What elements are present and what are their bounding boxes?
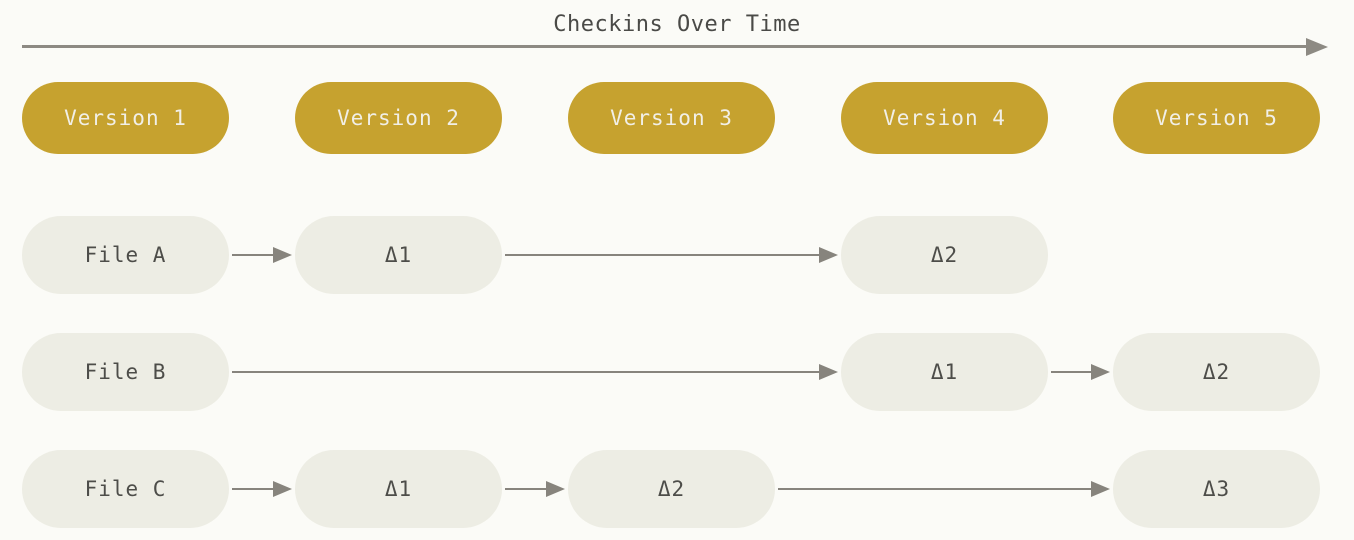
file-label-box[interactable]: File B <box>22 333 229 411</box>
version-pill[interactable]: Version 2 <box>295 82 502 154</box>
connector-arrow-icon <box>819 364 838 380</box>
connector-line <box>505 488 546 490</box>
connector-line <box>778 488 1091 490</box>
delta-box[interactable]: Δ1 <box>841 333 1048 411</box>
connector-arrow-icon <box>819 247 838 263</box>
delta-box[interactable]: Δ2 <box>1113 333 1320 411</box>
delta-box[interactable]: Δ2 <box>568 450 775 528</box>
connector-arrow-icon <box>546 481 565 497</box>
connector-arrow-icon <box>1091 481 1110 497</box>
version-pill[interactable]: Version 3 <box>568 82 775 154</box>
connector-arrow-icon <box>273 481 292 497</box>
connector-arrow-icon <box>1091 364 1110 380</box>
file-label-box[interactable]: File C <box>22 450 229 528</box>
timeline-axis-line <box>22 45 1312 48</box>
connector-line <box>505 254 819 256</box>
connector-line <box>232 371 819 373</box>
connector-arrow-icon <box>273 247 292 263</box>
diagram-title: Checkins Over Time <box>553 12 801 37</box>
delta-box[interactable]: Δ1 <box>295 450 502 528</box>
timeline-arrow-icon <box>1306 38 1328 56</box>
delta-box[interactable]: Δ2 <box>841 216 1048 294</box>
delta-box[interactable]: Δ3 <box>1113 450 1320 528</box>
version-pill[interactable]: Version 4 <box>841 82 1048 154</box>
version-pill[interactable]: Version 1 <box>22 82 229 154</box>
connector-line <box>1051 371 1091 373</box>
delta-box[interactable]: Δ1 <box>295 216 502 294</box>
version-pill[interactable]: Version 5 <box>1113 82 1320 154</box>
connector-line <box>232 488 273 490</box>
file-label-box[interactable]: File A <box>22 216 229 294</box>
connector-line <box>232 254 273 256</box>
